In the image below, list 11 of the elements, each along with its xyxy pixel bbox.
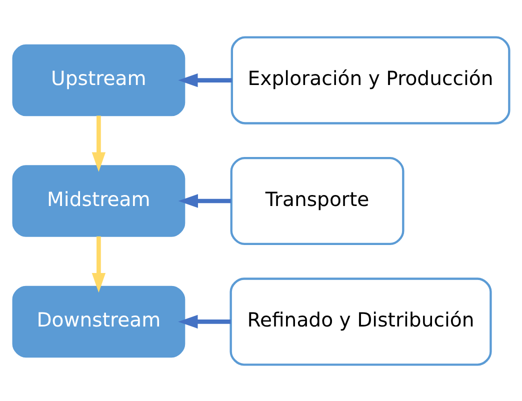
node-box: Transporte [230,156,404,245]
node-box: Upstream [12,44,186,116]
node-box: Downstream [12,285,186,358]
arrow [92,115,106,172]
node-box: Midstream [12,164,186,236]
arrow [178,194,231,208]
arrow [178,72,232,87]
arrow [92,236,106,292]
arrow [178,314,231,328]
node-box: Refinado y Distribución [230,277,492,366]
node-box: Exploración y Producción [230,36,510,124]
